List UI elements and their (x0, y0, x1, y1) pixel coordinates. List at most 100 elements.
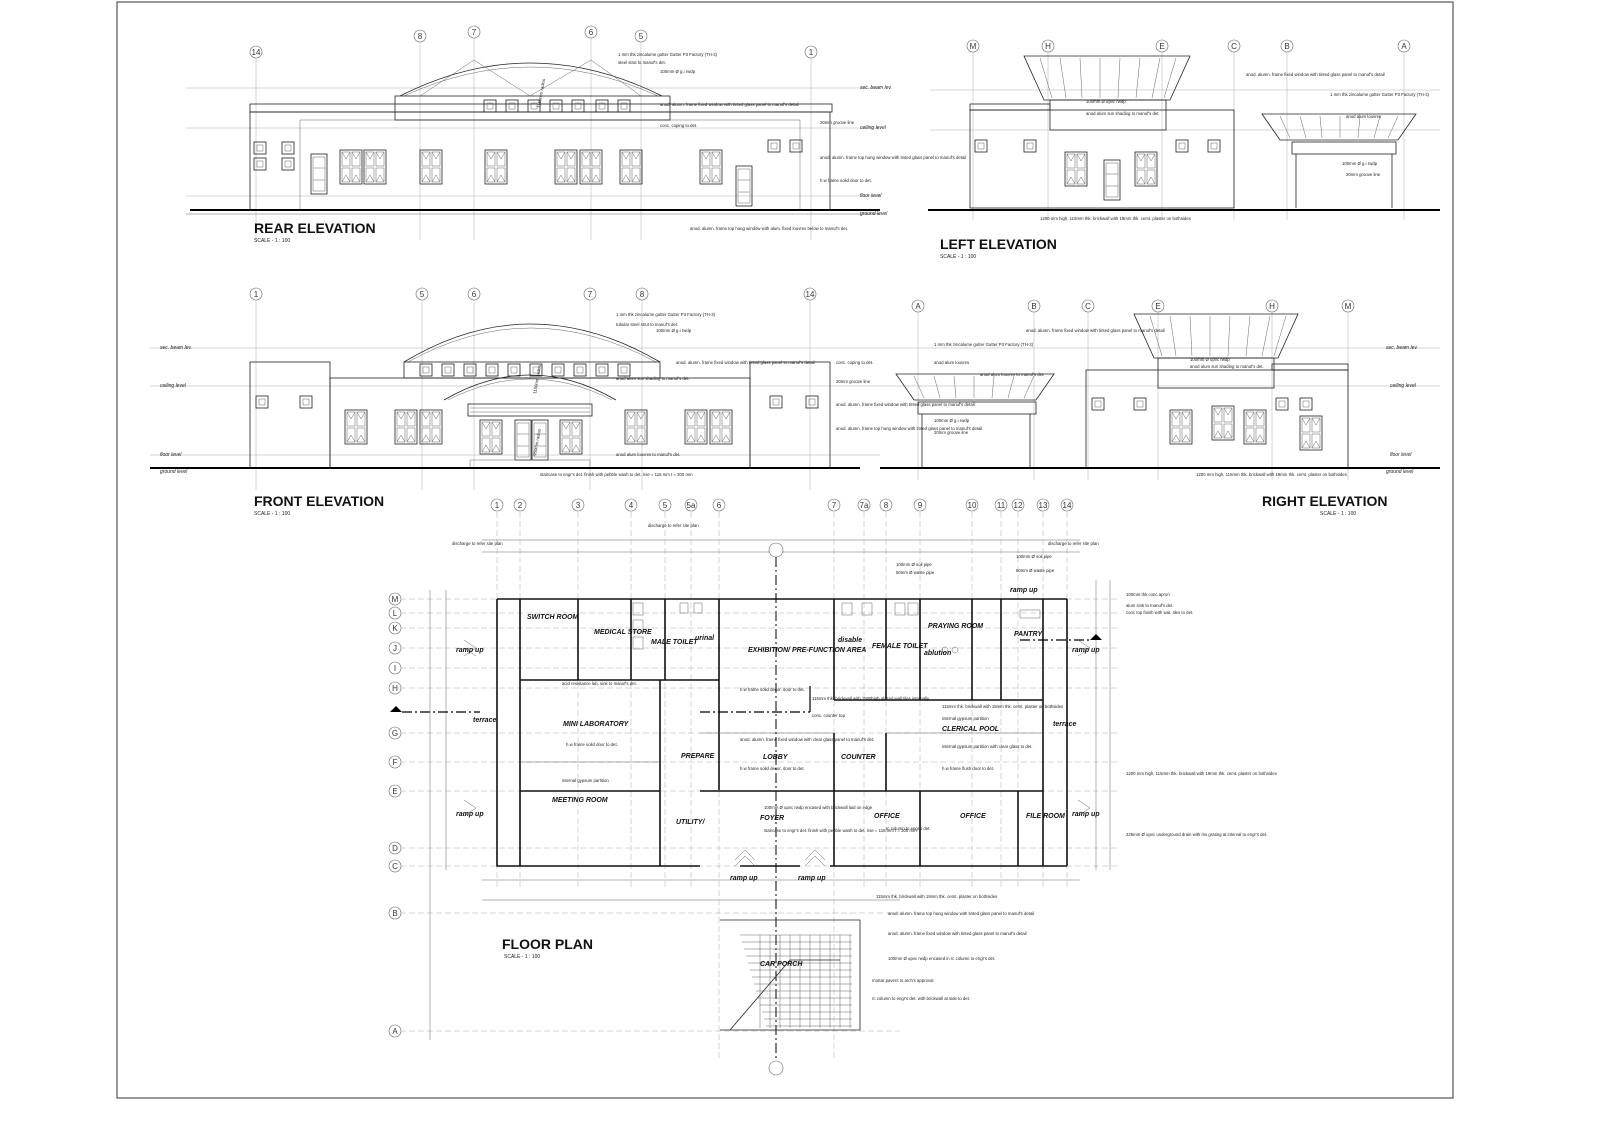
grid-bubble-label: H (392, 684, 398, 693)
grid-bubble-label: 5a (687, 501, 696, 510)
grid-bubble: 1 (809, 48, 814, 57)
grid-bubble-label: B (392, 909, 397, 918)
svg-text:1150mm radius: 1150mm radius (536, 78, 546, 108)
level-label: sec. beam lev. (1386, 345, 1418, 351)
note: 50mm Ø waste pipe (896, 570, 935, 575)
note: staircase to engr's det. finish with peb… (764, 828, 917, 833)
left-elevation: M H E C B A (928, 39, 1440, 220)
note: 20mm groove line (1346, 172, 1381, 177)
svg-text:950mm radius: 950mm radius (532, 428, 542, 456)
grid-bubble-label: 7 (832, 501, 837, 510)
note: 20mm groove line (820, 120, 855, 125)
grid-bubble-circle (388, 784, 402, 798)
grid-bubble: 5 (639, 32, 644, 41)
grid-bubble: B (1284, 42, 1289, 51)
note: discharge to refer site plan (452, 541, 503, 546)
note: 225mm Ø upvc underground drain with ms g… (1126, 832, 1267, 837)
room-label: ramp up (798, 875, 826, 882)
grid-bubble-circle (658, 498, 672, 512)
rear-elevation: 14 8 7 6 5 1 1150mm radius (186, 25, 880, 240)
grid-bubble: 1 (254, 290, 259, 299)
grid-bubble-label: G (392, 729, 398, 738)
grid-bubble-circle (857, 498, 871, 512)
note: anod alum louvres (1346, 114, 1381, 119)
note: 50mm Ø waste pipe (1016, 568, 1055, 573)
note: 20mm groove line (934, 430, 969, 435)
level-label: ground level (160, 469, 188, 475)
room-label: ramp up (456, 647, 484, 654)
level-label: sec. beam lev. (860, 85, 892, 91)
svg-text:1150mm radius: 1150mm radius (532, 364, 542, 394)
grid-bubble-circle (571, 498, 585, 512)
front-elevation: 1 5 6 7 8 14 1150mm radius 950mm radius (150, 287, 880, 490)
grid-bubble-label: J (393, 644, 397, 653)
note: anod. alumn. frame top hung window with … (836, 426, 982, 431)
grid-bubble-label: I (394, 664, 396, 673)
note: h.w frame solid decor. door to det. (740, 687, 805, 692)
grid-bubble: 6 (472, 290, 477, 299)
grid-bubble-label: 12 (1014, 501, 1023, 510)
grid-bubble-circle (388, 906, 402, 920)
note: discharge to refer site plan (648, 523, 699, 528)
note: 115mm thk. brickwall with 19mm thk. cemt… (942, 704, 1063, 709)
right-elevation-title: RIGHT ELEVATION (1262, 493, 1387, 509)
grid-bubble-circle (827, 498, 841, 512)
note: 100mm Ø upvc rwdp encased in rc column t… (888, 956, 995, 961)
grid-bubble-label: 6 (717, 501, 722, 510)
grid-bubble-label: C (392, 862, 398, 871)
grid-bubble-circle (1036, 498, 1050, 512)
note: anod. alumn. frame fixed window with tin… (836, 402, 975, 407)
grid-bubble-circle (388, 641, 402, 655)
note: 115mm thk. brickwall with 1500high glaze… (812, 696, 930, 701)
note: 100mm Ø soil pipe (896, 562, 932, 567)
grid-bubble-label: E (392, 787, 397, 796)
scale-label: SCALE - 1 : 100 (504, 954, 540, 960)
grid-bubble-circle (624, 498, 638, 512)
grid-bubble: E (1159, 42, 1164, 51)
note: conc. coping to det. (836, 360, 873, 365)
note: 1 mm thk zincalume gutter Gutter P3 Fact… (616, 312, 716, 317)
note: 1 mm thk zincalume gutter Gutter P3 Fact… (1330, 92, 1430, 97)
grid-bubble: H (1045, 42, 1051, 51)
room-label: PANTRY (1014, 631, 1043, 638)
note: mortar pavers to arch's approval (872, 978, 934, 983)
room-label: MEETING ROOM (552, 797, 608, 804)
grid-bubble-label: 3 (576, 501, 581, 510)
note: rc column to engr's det. with brickwall … (872, 996, 970, 1001)
note: anod alum sun shading to manuf's det. (616, 376, 690, 381)
rear-elevation-title: REAR ELEVATION (254, 220, 376, 236)
grid-bubble-circle (1011, 498, 1025, 512)
grid-bubble-label: 7a (860, 501, 869, 510)
note: anod. alumn. frame fixed window with tin… (660, 102, 799, 107)
grid-bubble-circle (388, 606, 402, 620)
note: 1200 mm high, 115mm thk. brickwall with … (1196, 472, 1347, 477)
level-label: floor level (860, 193, 882, 199)
room-label: PRAYING ROOM (928, 623, 983, 630)
room-label: ramp up (1010, 587, 1038, 594)
room-label: COUNTER (841, 754, 876, 761)
note: 100mm Ø upvc rwdp (1190, 357, 1230, 362)
note: anod alum sun shading to manuf's det. (1086, 111, 1160, 116)
level-label: ceiling level (860, 125, 887, 131)
grid-bubble-label: A (392, 1027, 398, 1036)
note: 20mm groove line (836, 379, 871, 384)
room-label: ramp up (1072, 647, 1100, 654)
grid-bubble-circle (388, 859, 402, 873)
grid-bubble: 8 (418, 32, 423, 41)
note: steel strut to manuf's det. (618, 60, 666, 65)
grid-bubble: E (1155, 302, 1160, 311)
note: alum sink to manuf's det. (1126, 603, 1173, 608)
note: tubular steel strut to manuf's det. (616, 322, 678, 327)
scale-label: SCALE - 1 : 100 (254, 238, 290, 244)
grid-bubble: M (970, 42, 977, 51)
grid-bubble-circle (388, 621, 402, 635)
note: anod. alumn. frame fixed window with tin… (888, 931, 1027, 936)
note: anod alum louvres (934, 360, 969, 365)
right-elevation: A B C E H M (880, 299, 1440, 480)
grid-bubble-label: 4 (629, 501, 634, 510)
grid-bubble-circle (388, 1024, 402, 1038)
room-label: MEDICAL STORE (594, 629, 652, 636)
note: 100mm Ø upvc rwdp encased with brickwall… (764, 805, 873, 810)
level-label: floor level (160, 452, 182, 458)
